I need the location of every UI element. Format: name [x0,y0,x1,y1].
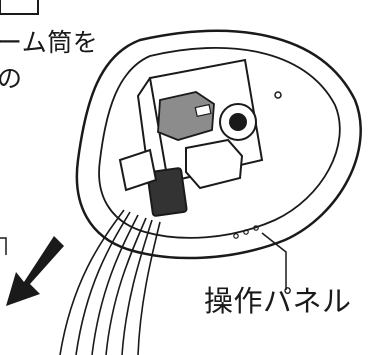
screw-dot [274,91,282,99]
panel-label: 操作パネル [204,284,352,318]
inner-rim [98,47,341,239]
grey-tab [157,91,215,141]
panel-markings [233,225,259,239]
left-fragment [0,237,7,255]
white-block [185,138,244,190]
cable-bundle [59,209,161,355]
box-fragment [0,0,39,15]
side-bracket [118,148,158,192]
caption-line-1: ーム筒を [0,28,99,57]
tab-label [194,103,212,118]
down-left-arrow-icon [6,236,64,306]
leader-line [261,232,287,290]
caption-line-2: の [0,64,23,93]
connector-hole [229,113,247,131]
dark-plug [146,167,188,217]
